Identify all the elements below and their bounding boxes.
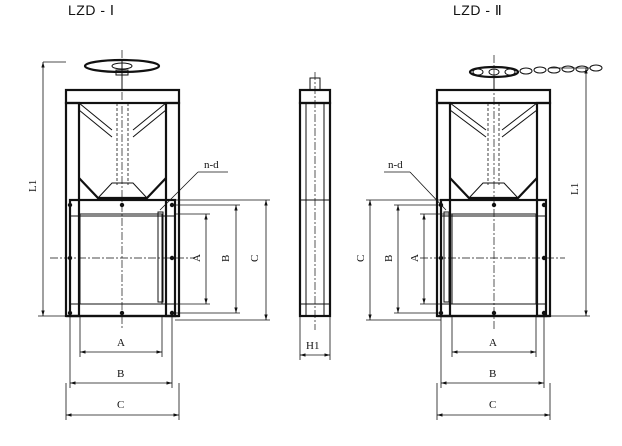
dimension-label-b-vert-left: B: [220, 255, 232, 262]
front-view-handwheel-type: n-d L1 A B C A B C: [27, 50, 270, 420]
top-beam: [64, 88, 181, 105]
dimension-label-c-horiz-left: C: [117, 399, 124, 411]
dimension-label-a-vert-left: A: [191, 254, 203, 262]
bolt-hole-label-left: n-d: [204, 159, 219, 171]
dimension-label-l1-right: L1: [569, 183, 581, 195]
dimension-label-a-horiz-right: A: [489, 337, 497, 349]
right-post: [164, 101, 181, 318]
bolt-hole-label-right: n-d: [388, 159, 403, 171]
dimension-label-c-vert-right: C: [355, 255, 367, 262]
dimension-label-c-horiz-right: C: [489, 399, 496, 411]
model-title-lzd-2: LZD - Ⅱ: [453, 2, 503, 18]
dimension-label-b-horiz-left: B: [117, 368, 124, 380]
front-view-chain-type: n-d L1 C B A A B C: [355, 55, 603, 420]
dimension-label-a-horiz-left: A: [117, 337, 125, 349]
dimension-label-h1: H1: [306, 340, 319, 352]
left-post: [64, 101, 81, 318]
chain: [519, 64, 603, 75]
dimension-label-l1-left: L1: [27, 180, 39, 192]
dimension-label-c-vert-left: C: [249, 255, 261, 262]
dimension-label-b-vert-right: B: [383, 255, 395, 262]
dimension-label-a-vert-right: A: [409, 254, 421, 262]
screw-stem: [116, 50, 129, 330]
model-title-lzd-1: LZD - Ⅰ: [68, 2, 115, 18]
dimension-label-b-horiz-right: B: [489, 368, 496, 380]
side-view: H1: [298, 72, 332, 360]
